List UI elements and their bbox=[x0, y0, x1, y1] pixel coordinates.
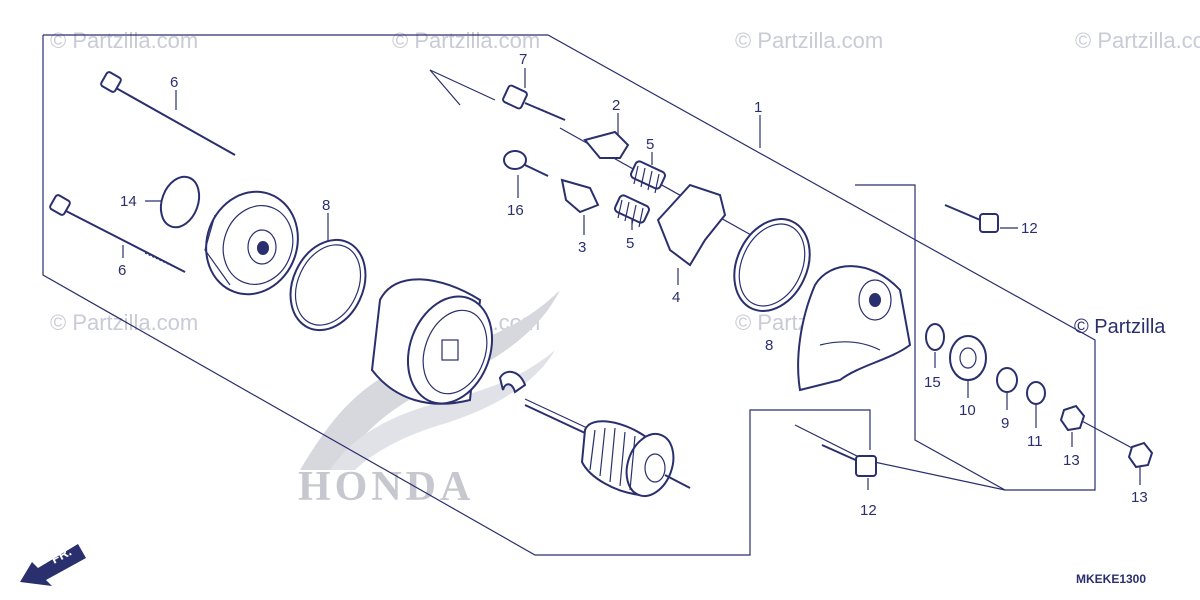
watermark-1: © Partzilla.com bbox=[50, 28, 198, 53]
spring-lower bbox=[614, 194, 650, 228]
armature bbox=[524, 398, 691, 497]
terminal-bolt bbox=[502, 84, 566, 121]
rear-cover bbox=[797, 265, 912, 392]
brush-clip bbox=[498, 370, 527, 394]
callout-9: 9 bbox=[1001, 415, 1009, 432]
callout-1: 1 bbox=[754, 99, 762, 116]
callout-13-upper: 13 bbox=[1063, 452, 1080, 469]
outline-break-1 bbox=[429, 69, 461, 106]
mounting-bolt-upper bbox=[944, 204, 999, 233]
callout-10: 10 bbox=[959, 402, 976, 419]
pinion-gear bbox=[949, 335, 987, 381]
watermark-5: © Partzilla.com bbox=[50, 310, 198, 335]
washer-15 bbox=[925, 323, 945, 351]
long-bolt-upper bbox=[100, 71, 236, 156]
assembly-outline bbox=[42, 34, 1096, 556]
o-ring-small bbox=[159, 175, 201, 229]
callout-15: 15 bbox=[924, 374, 941, 391]
washer-11 bbox=[1026, 381, 1046, 405]
o-ring-large-left bbox=[289, 238, 367, 332]
front-cover bbox=[204, 190, 299, 296]
outline-break-2 bbox=[429, 69, 496, 101]
outline-upper bbox=[43, 34, 1096, 491]
brush-holder-upper bbox=[583, 130, 630, 159]
callout-11: 11 bbox=[1027, 433, 1043, 450]
callout-14: 14 bbox=[120, 193, 137, 210]
arrow-icon bbox=[20, 544, 86, 586]
callout-4: 4 bbox=[672, 289, 680, 306]
callout-12-lower: 12 bbox=[860, 502, 877, 519]
motor-yoke bbox=[370, 278, 494, 405]
callout-13-lower: 13 bbox=[1131, 489, 1148, 506]
collar-9 bbox=[996, 367, 1018, 393]
watermarks: © Partzilla.com © Partzilla.com © Partzi… bbox=[50, 28, 1200, 338]
spring-upper bbox=[630, 160, 666, 194]
honda-wing-shape-2 bbox=[330, 350, 555, 470]
long-bolt-lower bbox=[49, 194, 186, 273]
outline-lower bbox=[42, 35, 871, 556]
mounting-bolt-lower bbox=[821, 444, 877, 477]
brush-lower bbox=[560, 178, 600, 214]
brush-holder-plate bbox=[656, 183, 727, 267]
callout-2: 2 bbox=[612, 97, 620, 114]
callout-6-upper: 6 bbox=[170, 74, 178, 91]
callout-6-lower: 6 bbox=[118, 262, 126, 279]
watermark-4: © Partzilla.com bbox=[1075, 28, 1200, 53]
watermark-brand: © Partzilla bbox=[1074, 316, 1166, 338]
nut-upper bbox=[1059, 404, 1086, 432]
callout-3: 3 bbox=[578, 239, 586, 256]
front-direction-arrow: FR. bbox=[20, 544, 86, 586]
callout-16: 16 bbox=[507, 202, 524, 219]
callout-8-right: 8 bbox=[765, 337, 773, 354]
callout-7: 7 bbox=[519, 51, 527, 68]
brush-bolt bbox=[503, 150, 549, 177]
callout-12-upper: 12 bbox=[1021, 220, 1038, 237]
outline-lower-right bbox=[794, 424, 1006, 491]
watermark-2: © Partzilla.com bbox=[392, 28, 540, 53]
nut-lower bbox=[1127, 441, 1154, 469]
callout-5-lower: 5 bbox=[626, 235, 634, 252]
callout-8-left: 8 bbox=[322, 197, 330, 214]
diagram-code: MKEKE1300 bbox=[1076, 572, 1146, 586]
watermark-3: © Partzilla.com bbox=[735, 28, 883, 53]
callout-labels: 6 6 14 8 7 2 5 5 16 3 4 1 8 12 12 15 10 … bbox=[118, 51, 1148, 519]
o-ring-large-right bbox=[733, 218, 811, 312]
callout-5-upper: 5 bbox=[646, 136, 654, 153]
